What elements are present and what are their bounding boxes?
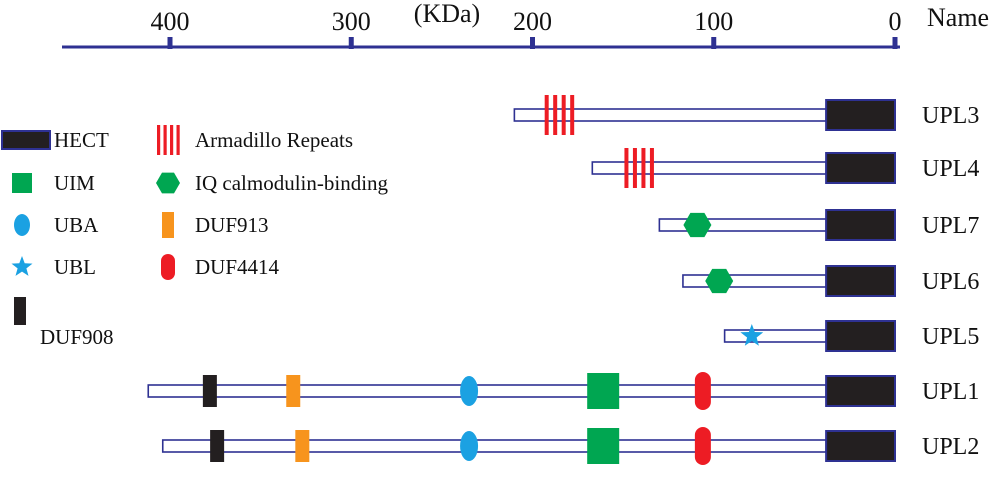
legend-iq-swatch — [156, 172, 180, 194]
upl1-duf4414-pill — [694, 372, 711, 410]
upl2-hect-domain — [825, 430, 896, 462]
upl6-hect-domain — [825, 265, 896, 297]
upl2-backbone — [161, 439, 827, 453]
upl1-duf908-block — [202, 375, 217, 407]
upl2-duf913-block — [295, 430, 310, 462]
upl1-uba-ellipse — [460, 376, 479, 406]
legend-item-armadillo: Armadillo Repeats — [157, 125, 353, 155]
legend-uim-swatch — [12, 173, 32, 193]
upl3-armadillo-stripe — [561, 95, 566, 135]
upl6-backbone — [682, 274, 827, 288]
upl5-backbone — [723, 329, 827, 343]
upl3-hect-domain — [825, 99, 896, 131]
upl2-duf908-block — [210, 430, 225, 462]
upl3-armadillo-stripe — [544, 95, 549, 135]
upl5-ubl-star — [740, 324, 764, 346]
legend-duf913-swatch — [162, 212, 174, 238]
legend-duf4414-swatch — [161, 254, 175, 280]
axis-tick-label-100: 100 — [694, 7, 733, 36]
legend-item-uim: UIM — [12, 171, 95, 195]
protein-row-upl5: UPL5 — [723, 320, 979, 352]
upl3-backbone — [513, 108, 827, 122]
protein-name-upl2: UPL2 — [922, 434, 979, 460]
legend-item-ubl: UBL — [11, 255, 96, 279]
protein-name-upl1: UPL1 — [922, 379, 979, 405]
legend-label-ubl: UBL — [54, 255, 96, 279]
legend-ubl-swatch — [11, 256, 33, 276]
protein-name-upl5: UPL5 — [922, 324, 979, 350]
protein-name-upl4: UPL4 — [922, 156, 979, 182]
protein-name-upl7: UPL7 — [922, 213, 979, 239]
upl2-duf4414-pill — [694, 427, 711, 465]
protein-row-upl4: UPL4 — [591, 148, 979, 188]
axis-tick-400 — [167, 37, 173, 49]
upl1-duf913-block — [286, 375, 301, 407]
legend-item-hect: HECT — [1, 128, 109, 152]
protein-row-upl2: UPL2 — [161, 427, 979, 465]
upl3-armadillo-stripe — [553, 95, 558, 135]
legend-item-duf4414: DUF4414 — [161, 254, 280, 280]
upl4-armadillo-stripe — [632, 148, 637, 188]
upl4-armadillo-repeats — [624, 148, 654, 188]
upl4-hect-domain — [825, 152, 896, 184]
upl7-hect-domain — [825, 209, 896, 241]
protein-row-upl6: UPL6 — [682, 265, 979, 297]
upl1-uim-square — [587, 373, 620, 409]
upl7-iq-hexagon — [683, 212, 712, 238]
protein-row-upl1: UPL1 — [147, 372, 979, 410]
upl1-backbone — [147, 384, 827, 398]
legend-label-uba: UBA — [54, 213, 99, 237]
upl4-armadillo-stripe — [624, 148, 629, 188]
legend-item-iq: IQ calmodulin-binding — [156, 171, 389, 195]
kda-axis: 400 300 200 100 0 (KDa) Name — [62, 0, 989, 49]
upl4-armadillo-stripe — [641, 148, 646, 188]
upl3-armadillo-stripe — [570, 95, 575, 135]
legend-label-uim: UIM — [54, 171, 95, 195]
legend-label-duf4414: DUF4414 — [195, 255, 280, 279]
axis-tick-0 — [892, 37, 898, 49]
protein-row-upl3: UPL3 — [513, 95, 979, 135]
axis-unit-label: (KDa) — [414, 0, 480, 28]
legend-uba-swatch — [14, 214, 30, 236]
upl3-armadillo-repeats — [544, 95, 575, 135]
axis-tick-label-200: 200 — [513, 7, 552, 36]
legend-hect-swatch — [1, 130, 51, 150]
legend-armadillo-stripe — [170, 125, 174, 155]
upl6-iq-hexagon — [705, 268, 734, 294]
legend-armadillo-stripe — [163, 125, 167, 155]
legend-label-hect: HECT — [54, 128, 109, 152]
legend: HECT UIM UBA UBL DUF908 Armadillo Repeats IQ c… — [1, 125, 389, 349]
protein-row-upl7: UPL7 — [658, 209, 979, 241]
legend-label-iq: IQ calmodulin-binding — [195, 171, 389, 195]
axis-tick-label-0: 0 — [889, 7, 902, 36]
upl5-hect-domain — [825, 320, 896, 352]
legend-item-duf913: DUF913 — [162, 212, 269, 238]
axis-tick-200 — [530, 37, 535, 49]
axis-tick-label-300: 300 — [332, 7, 371, 36]
legend-label-duf908: DUF908 — [40, 325, 114, 349]
legend-armadillo-stripe — [176, 125, 180, 155]
legend-armadillo-stripe — [157, 125, 161, 155]
legend-label-armadillo: Armadillo Repeats — [195, 128, 353, 152]
name-column-header: Name — [927, 3, 989, 32]
legend-duf908-swatch — [14, 297, 26, 325]
legend-item-duf908: DUF908 — [14, 297, 114, 349]
legend-item-uba: UBA — [14, 213, 99, 237]
legend-label-duf913: DUF913 — [195, 213, 269, 237]
upl2-uim-square — [587, 428, 620, 464]
upl2-uba-ellipse — [460, 431, 479, 461]
axis-tick-label-400: 400 — [151, 7, 190, 36]
protein-name-upl6: UPL6 — [922, 269, 979, 295]
upl1-hect-domain — [825, 375, 896, 407]
axis-tick-100 — [711, 37, 717, 49]
protein-name-upl3: UPL3 — [922, 103, 979, 129]
axis-tick-300 — [348, 37, 354, 49]
upl4-armadillo-stripe — [649, 148, 654, 188]
